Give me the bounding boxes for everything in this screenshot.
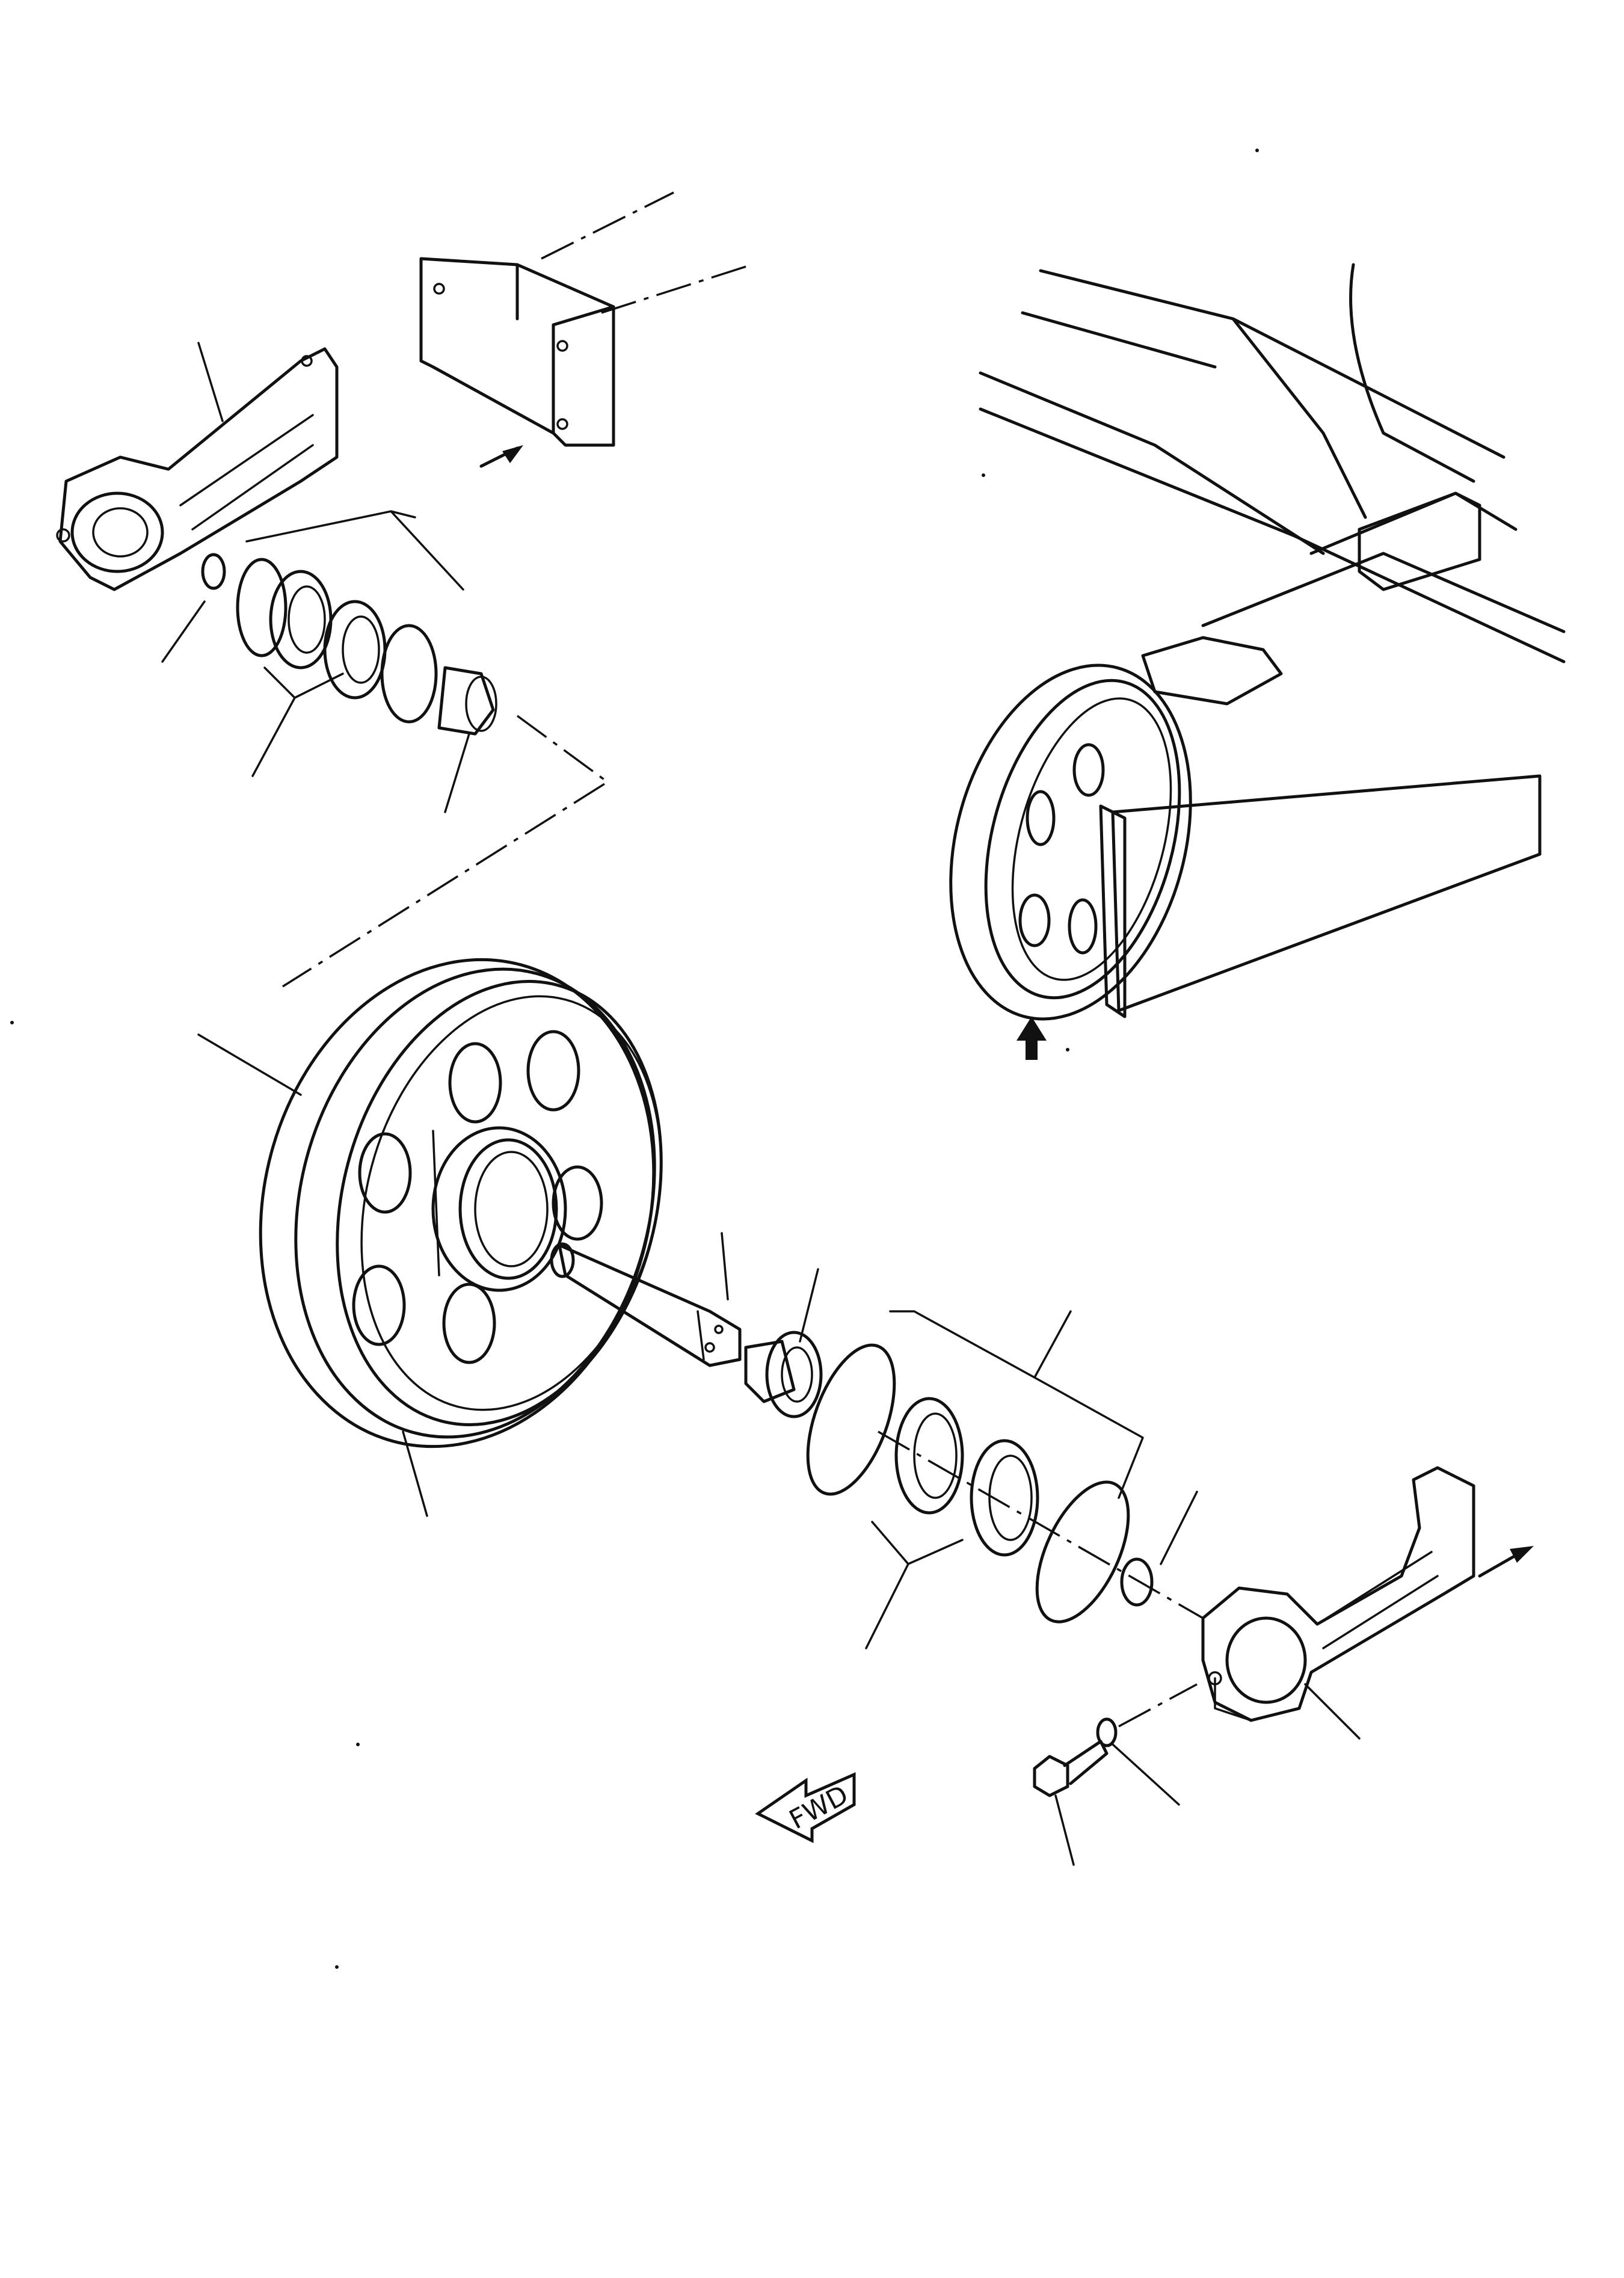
mounting-block bbox=[419, 191, 752, 447]
scan-specks bbox=[10, 149, 1259, 1969]
forward-direction-indicator: FWD bbox=[755, 1772, 856, 1844]
yoke-bracket-right bbox=[1201, 1466, 1475, 1722]
arrow-head-icon bbox=[1510, 1546, 1534, 1563]
up-arrow-icon bbox=[1017, 1017, 1047, 1060]
assembly-axis-line bbox=[878, 1430, 1204, 1619]
arrow-head-icon bbox=[502, 445, 523, 463]
yoke-bracket-left bbox=[56, 347, 339, 591]
leader-line-bolt bbox=[1054, 1794, 1075, 1866]
lock-washer bbox=[1096, 1683, 1198, 1747]
leader-lines-left bbox=[161, 342, 610, 1096]
idler-shaft bbox=[550, 1242, 742, 1367]
bushing bbox=[744, 1331, 823, 1418]
leader-lines-right bbox=[402, 1232, 1198, 1649]
leader-line-washer bbox=[1112, 1743, 1180, 1806]
track-frame-assembly bbox=[979, 263, 1566, 1018]
leader-line-bracket bbox=[1304, 1683, 1361, 1740]
seal-group-right bbox=[806, 1343, 1154, 1624]
bolt bbox=[1033, 1740, 1109, 1797]
mounted-idler-wheel bbox=[949, 663, 1192, 1021]
seal-group-left bbox=[201, 553, 497, 736]
idler-wheel bbox=[259, 958, 663, 1448]
